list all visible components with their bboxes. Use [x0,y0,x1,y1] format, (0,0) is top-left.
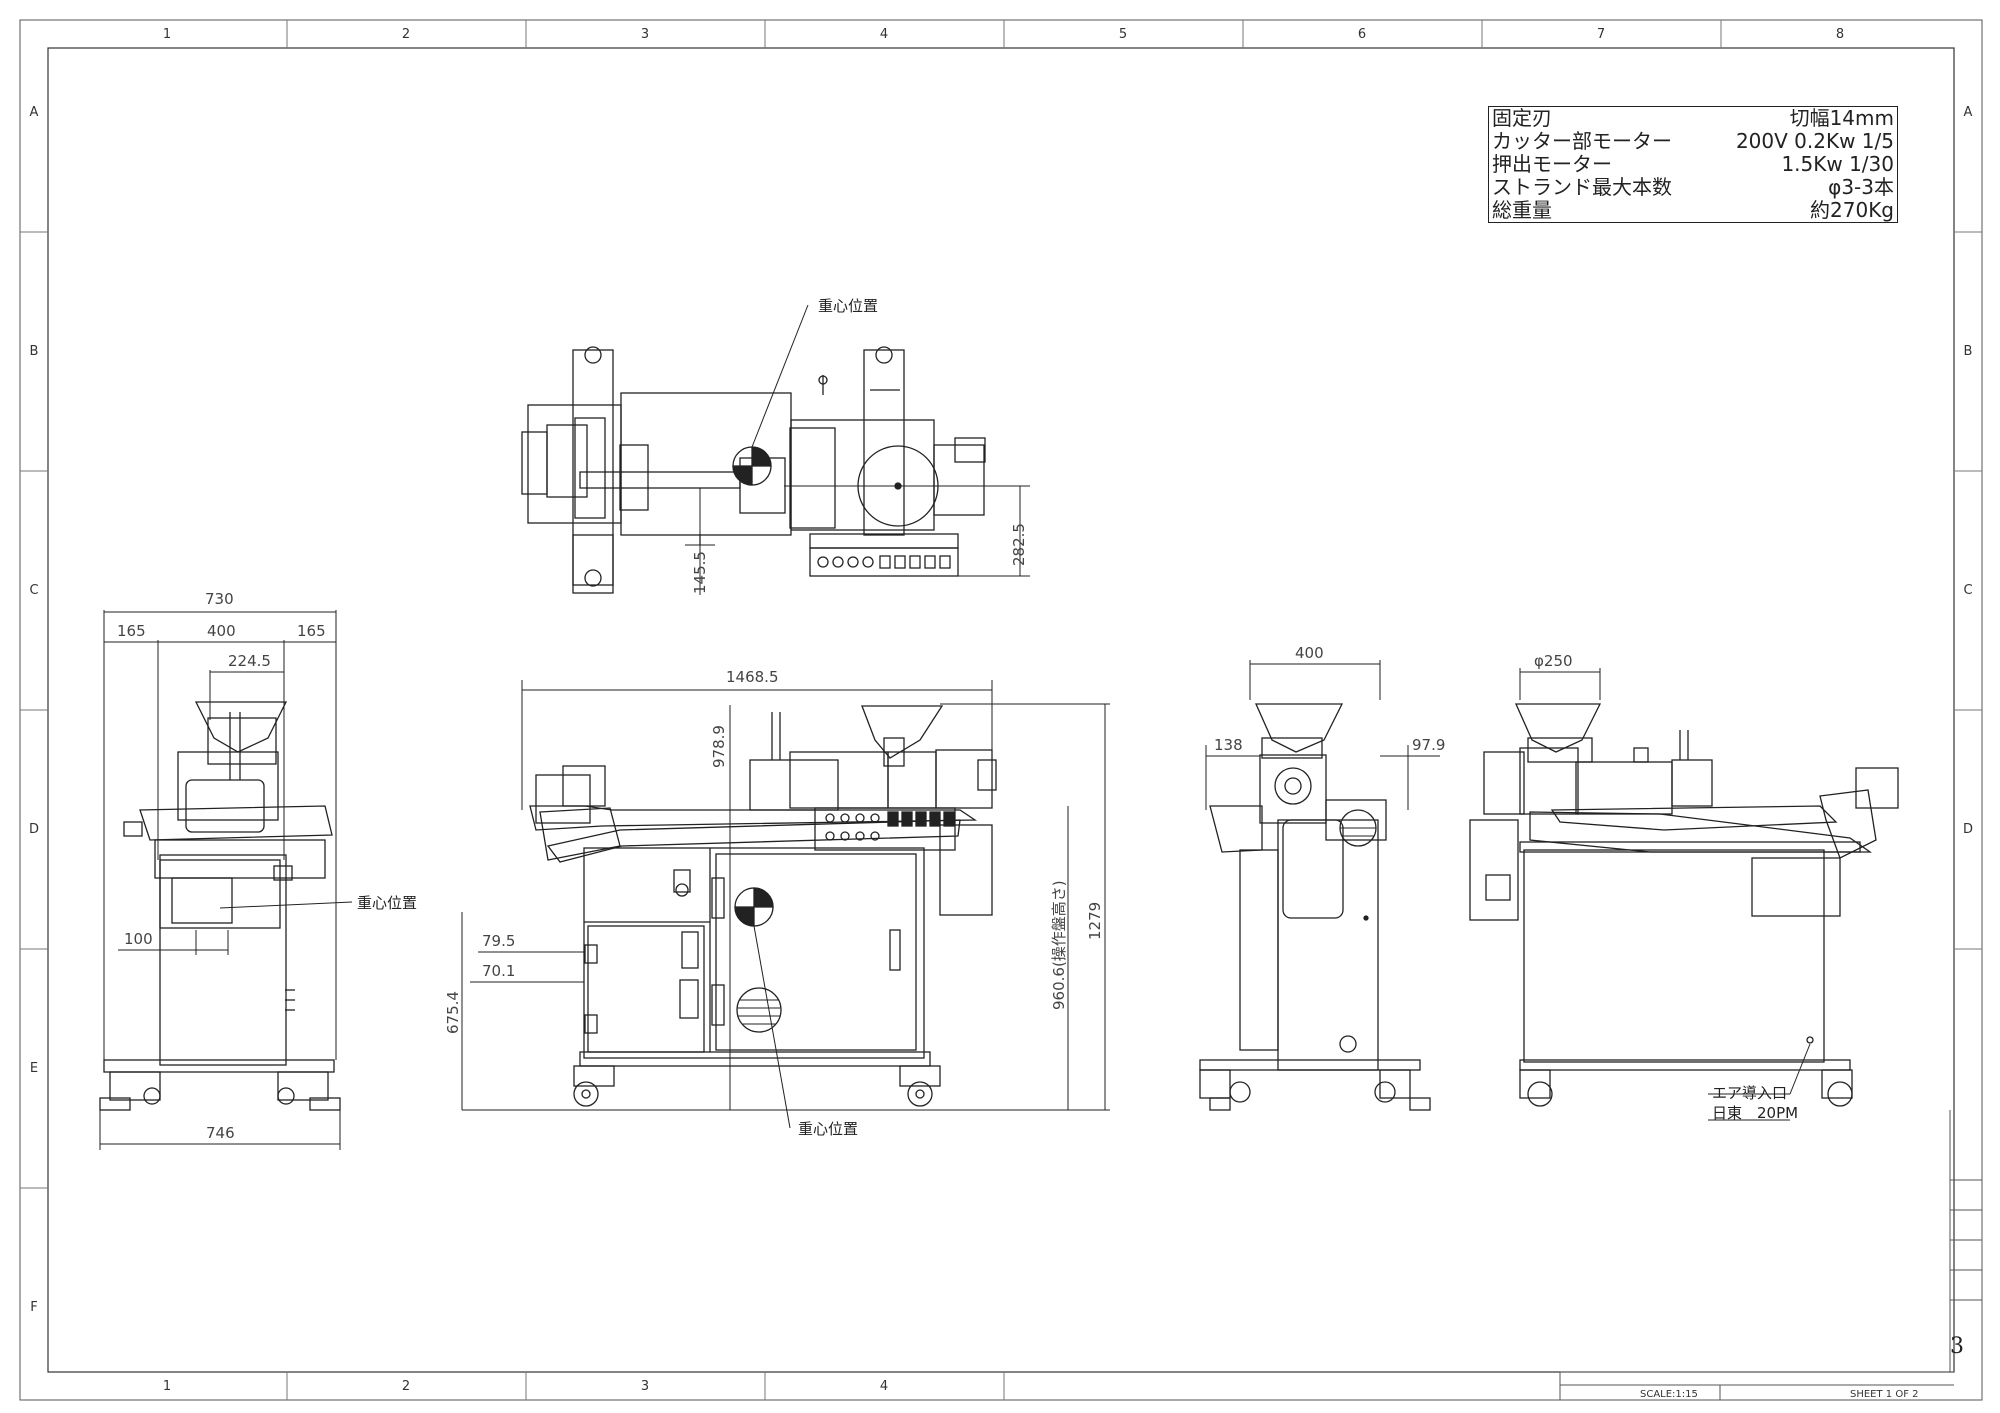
right-side-view: 400 138 97.9 [1199,644,1445,1111]
front-view: 重心位置 1468.5 978.9 79.5 70.1 675.4 960.6(… [444,668,1110,1138]
col-label: 1 [163,27,171,42]
spec-value: 約270Kg [1810,198,1894,222]
dim-text: 730 [205,590,234,608]
front-control-knobs [825,811,955,841]
control-panel-knobs [817,555,951,569]
spec-value: φ3-3本 [1828,175,1894,199]
scale-text: SCALE:1:15 [1640,1389,1698,1400]
spec-label: 総重量 [1492,198,1552,222]
drawing-frame: 1 2 3 4 5 6 7 8 1 2 3 4 A B C D E F A B … [19,19,1983,1401]
dim-text: 1468.5 [726,668,779,686]
spec-label: カッター部モーター [1492,129,1672,153]
cog-label: 重心位置 [798,1120,858,1138]
spec-label: 押出モーター [1492,152,1612,176]
left-side-view: 重心位置 730 165 400 165 224.5 100 746 [99,590,417,1150]
dim-text: 97.9 [1412,736,1445,754]
spec-row: カッター部モーター 200V 0.2Kw 1/5 [1489,130,1898,153]
dim-text: 70.1 [482,962,515,980]
spec-value: 1.5Kw 1/30 [1781,152,1894,176]
spec-table: 固定刃 切幅14mm カッター部モーター 200V 0.2Kw 1/5 押出モー… [1488,106,1898,223]
dim-145-5: 145.5 [685,488,715,595]
sheet-text: SHEET 1 OF 2 [1850,1389,1919,1400]
col-label: 4 [880,1379,888,1394]
dim-text: 100 [124,930,153,948]
dim-text: φ250 [1534,652,1573,670]
spec-value: 200V 0.2Kw 1/5 [1735,129,1894,153]
row-label: C [29,583,38,598]
dim-text: 978.9 [710,725,728,768]
col-label: 6 [1358,27,1366,42]
drawing-number: 3 [1950,1334,1964,1359]
cog-label: 重心位置 [357,894,417,912]
dim-text: 138 [1214,736,1243,754]
dim-text: 400 [207,622,236,640]
col-label: 1 [163,1379,171,1394]
row-label: B [1964,344,1973,359]
spec-row: ストランド最大本数 φ3-3本 [1489,176,1898,199]
dim-282-5: 282.5 [784,485,1030,577]
col-label: 7 [1597,27,1605,42]
row-label: A [1964,105,1973,120]
col-label: 4 [880,27,888,42]
row-label: A [30,105,39,120]
col-label: 5 [1119,27,1127,42]
dim-text: 224.5 [228,652,271,670]
dim-text: 675.4 [444,991,462,1034]
dim-text: 400 [1295,644,1324,662]
dim-text: 282.5 [1010,523,1028,566]
cog-label: 重心位置 [818,297,878,315]
cog-symbol [734,887,774,927]
row-label: D [29,822,39,837]
col-label: 2 [402,27,410,42]
cog-symbol [732,446,772,486]
col-label: 3 [641,1379,649,1394]
rear-dims: φ250 [1519,652,1601,700]
spec-value: 切幅14mm [1789,106,1894,130]
dim-text: 165 [117,622,146,640]
right-dims: 400 138 97.9 [1205,644,1445,810]
dim-text: 746 [206,1124,235,1142]
spec-row: 押出モーター 1.5Kw 1/30 [1489,153,1898,176]
air-coupler-label: 日東 20PM [1712,1104,1798,1122]
row-label: C [1963,583,1972,598]
left-dims: 730 165 400 165 224.5 100 746 [99,590,341,1150]
spec-row: 固定刃 切幅14mm [1489,107,1898,131]
dim-text: 165 [297,622,326,640]
air-inlet-label: エア導入口 [1712,1084,1787,1102]
spec-row: 総重量 約270Kg [1489,199,1898,223]
row-label: F [30,1300,37,1315]
title-block: SCALE:1:15 SHEET 1 OF 2 [1559,1110,1982,1400]
spec-label: 固定刃 [1492,106,1552,130]
front-dims: 1468.5 978.9 79.5 70.1 675.4 960.6(操作盤高さ… [444,668,1110,1111]
dim-text: 1279 [1086,902,1104,940]
dim-text: 145.5 [691,551,709,594]
col-label: 2 [402,1379,410,1394]
spec-label: ストランド最大本数 [1492,175,1672,199]
row-label: E [30,1061,38,1076]
col-label: 8 [1836,27,1844,42]
top-view: 重心位置 145.5 282.5 [521,297,1030,595]
dim-text: 79.5 [482,932,515,950]
row-label: D [1963,822,1973,837]
col-label: 3 [641,27,649,42]
dim-text: 960.6(操作盤高さ) [1050,880,1068,1010]
rear-view: エア導入口 日東 20PM φ250 [1469,652,1899,1122]
row-label: B [30,344,39,359]
